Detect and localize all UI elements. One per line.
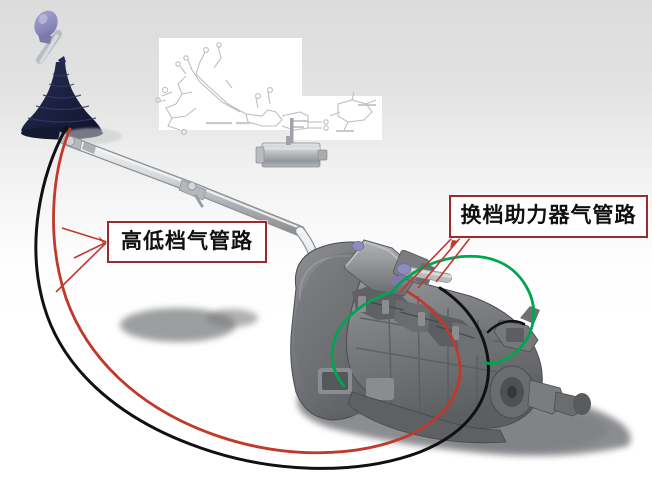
green-air-line: [330, 254, 536, 388]
callout-shift-assist-air-line[interactable]: 换档助力器气管路: [449, 195, 648, 238]
leader-low-high: [55, 227, 108, 293]
shift-knob: [34, 10, 58, 44]
shift-boot: [21, 56, 103, 140]
black-air-line: [34, 126, 526, 470]
output-shaft-flange: [489, 365, 591, 419]
callout-shift-assist-label: 换档助力器气管路: [460, 203, 637, 227]
schematic-inset: [155, 38, 382, 150]
callout-low-high-label: 高低档气管路: [121, 228, 253, 253]
gear-shift-lever: [21, 10, 122, 144]
callout-low-high-gear-air-line[interactable]: 高低档气管路: [107, 221, 267, 263]
red-air-line: [52, 127, 462, 455]
linkage-joint-mid: [178, 179, 207, 208]
leader-lines: [55, 227, 471, 293]
pneumatic-cylinder-icon: [255, 136, 328, 168]
leader-shift-assist: [399, 237, 471, 293]
